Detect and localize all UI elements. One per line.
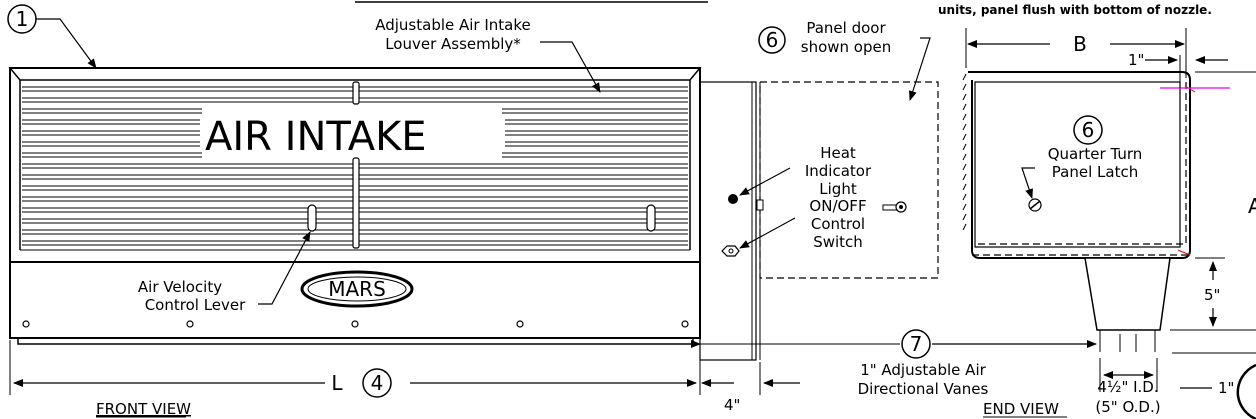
mars-logo xyxy=(300,270,414,308)
svg-text:Directional Vanes: Directional Vanes xyxy=(858,380,989,398)
svg-text:Control: Control xyxy=(811,215,865,233)
dim-od: (5" O.D.) xyxy=(1095,398,1160,416)
velocity-lever-right xyxy=(646,204,656,232)
front-view: AIR INTAKE MARS Air Velocity Control Lev… xyxy=(8,67,702,345)
dim-1in-top: 1" xyxy=(1128,51,1144,69)
louver-label: Adjustable Air Intake xyxy=(375,16,531,34)
switch-nut xyxy=(721,245,740,257)
control-panel xyxy=(699,81,939,361)
svg-text:Panel Latch: Panel Latch xyxy=(1052,163,1138,181)
dim-A: A xyxy=(1248,194,1256,218)
dim-L: L xyxy=(331,371,343,395)
nozzle xyxy=(1084,257,1171,331)
svg-text:6: 6 xyxy=(766,28,779,52)
panel-door-label: Panel door xyxy=(806,19,886,37)
latch-label: Quarter Turn xyxy=(1048,145,1143,163)
switch-label: ON/OFF xyxy=(809,197,866,215)
svg-text:Louver Assembly*: Louver Assembly* xyxy=(385,35,521,53)
vanes-label: 1" Adjustable Air xyxy=(860,361,986,379)
svg-text:Control Lever: Control Lever xyxy=(145,296,246,314)
callout-6a xyxy=(758,26,786,54)
air-intake-label: AIR INTAKE xyxy=(205,114,427,160)
callout-6b xyxy=(1073,115,1103,145)
dim-5in: 5" xyxy=(1204,286,1220,304)
front-view-title: FRONT VIEW xyxy=(96,400,191,418)
end-view xyxy=(962,71,1230,352)
svg-text:MARS: MARS xyxy=(328,277,386,301)
svg-text:Switch: Switch xyxy=(813,233,863,251)
heat-label: Heat xyxy=(820,144,856,162)
end-view-title: END VIEW xyxy=(983,400,1059,418)
velocity-label: Air Velocity xyxy=(138,278,222,296)
heat-indicator-light xyxy=(728,194,738,204)
dim-1in-right: 1" xyxy=(1218,379,1234,397)
svg-text:1: 1 xyxy=(16,7,29,31)
dim-id: 4½" I.D. xyxy=(1097,378,1158,396)
svg-text:shown open: shown open xyxy=(801,38,891,56)
svg-text:Indicator: Indicator xyxy=(805,162,872,180)
svg-text:Light: Light xyxy=(819,180,857,198)
callout-4 xyxy=(362,368,392,398)
velocity-lever-left xyxy=(307,204,317,232)
svg-text:4: 4 xyxy=(371,371,384,395)
top-note: units, panel flush with bottom of nozzle… xyxy=(938,3,1212,17)
toggle-switch-icon xyxy=(882,201,907,213)
svg-text:6: 6 xyxy=(1082,118,1095,142)
dim-B: B xyxy=(1073,32,1087,56)
svg-text:7: 7 xyxy=(910,332,923,356)
dim-4in: 4" xyxy=(724,396,740,414)
callout-7 xyxy=(901,329,931,359)
